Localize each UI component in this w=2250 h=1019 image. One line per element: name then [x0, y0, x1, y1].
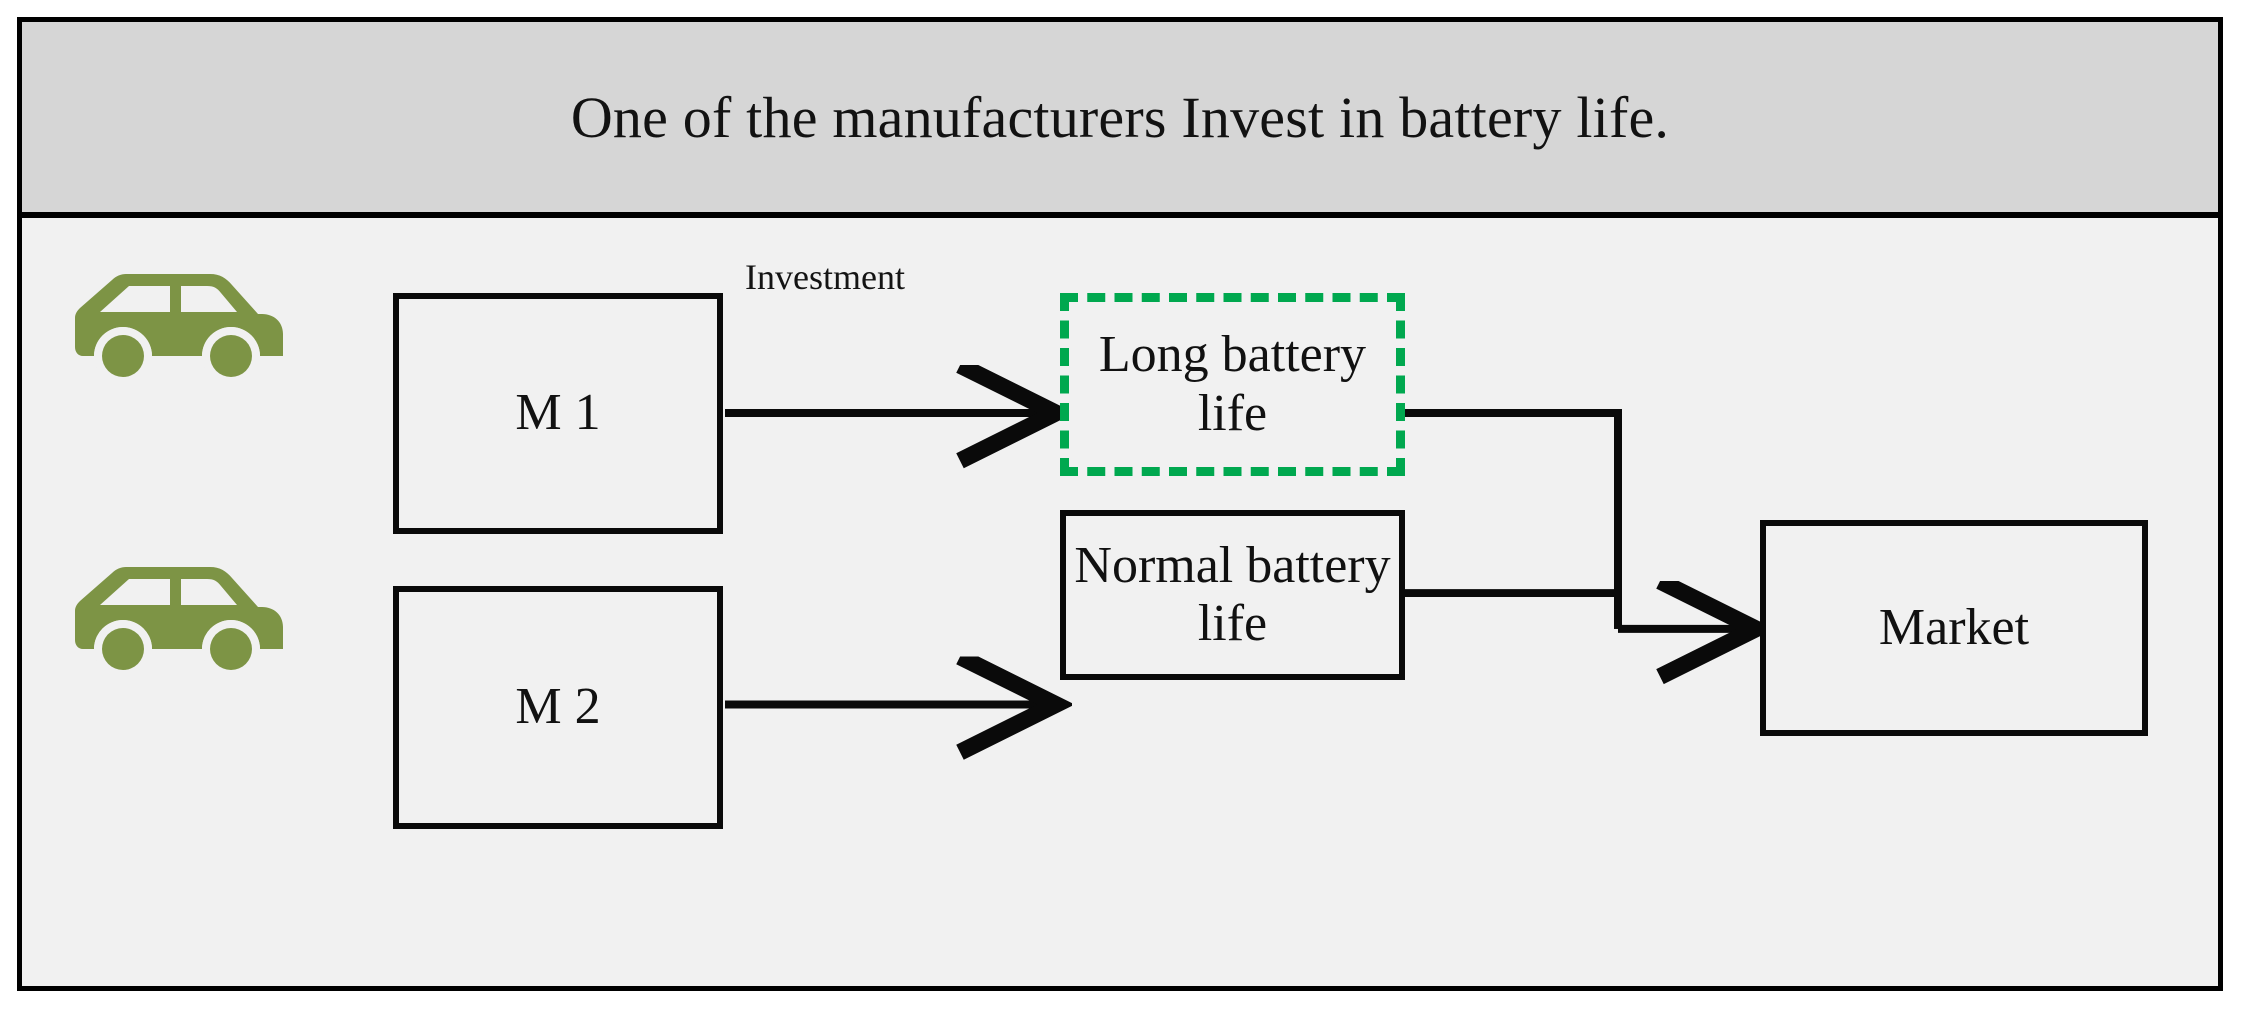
node-m2[interactable]: M 2: [393, 586, 723, 829]
figure-title: One of the manufacturers Invest in batte…: [570, 84, 1670, 150]
node-long-battery-life-label: Long battery life: [1098, 326, 1367, 442]
node-normal-battery-life-label: Normal battery life: [1074, 536, 1391, 652]
node-m2-label: M 2: [515, 678, 601, 736]
node-normal-battery-life[interactable]: Normal battery life: [1060, 510, 1405, 680]
edge-long-battery-to-junction: [1405, 409, 1622, 629]
node-market-label: Market: [1878, 598, 2030, 656]
node-long-battery-life[interactable]: Long battery life: [1060, 293, 1405, 476]
node-m1[interactable]: M 1: [393, 293, 723, 534]
diagram-canvas: M 1 M 2 Long battery life Normal battery…: [22, 218, 2218, 986]
car-icon: [75, 274, 283, 377]
figure-frame: One of the manufacturers Invest in batte…: [17, 17, 2223, 991]
title-band: One of the manufacturers Invest in batte…: [22, 22, 2218, 218]
node-market[interactable]: Market: [1760, 520, 2148, 736]
edge-label-investment: Investment: [745, 257, 905, 297]
car-icon: [75, 567, 283, 670]
node-m1-label: M 1: [515, 384, 601, 442]
edge-normal-battery-to-junction: [1405, 589, 1622, 629]
